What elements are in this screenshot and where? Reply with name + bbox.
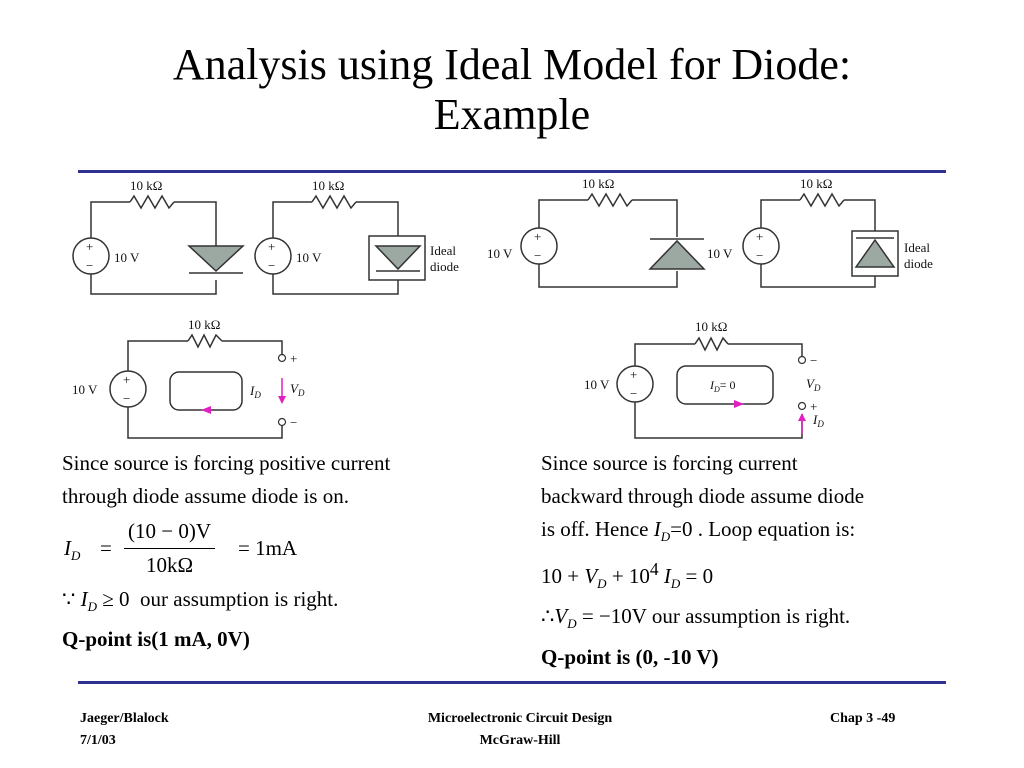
diode-symbol: [187, 245, 245, 273]
eq-denominator: 10kΩ: [124, 548, 215, 582]
source-label: 10 V: [72, 382, 98, 397]
current-loop: [676, 365, 774, 405]
right-qpoint: Q-point is (0, -10 V): [541, 644, 719, 669]
resistor-label: 10 kΩ: [130, 178, 162, 193]
eq-result: = 1mA: [238, 536, 298, 560]
footer-book: Microelectronic Circuit Design: [427, 711, 613, 726]
resistor-label: 10 kΩ: [312, 178, 344, 193]
ideal-diode-label-2: diode: [904, 256, 933, 271]
source-plus: +: [534, 229, 541, 244]
right-line-3: is off. Hence ID=0 . Loop equation is:: [541, 517, 856, 545]
left-condition-line: ∵ ID ≥ 0 our assumption is right.: [62, 583, 522, 623]
left-qpoint: Q-point is(1 mA, 0V): [62, 627, 250, 652]
loop-equation: 10 + VD + 104 ID = 0: [541, 559, 714, 592]
left-line-1: Since source is forcing positive current: [62, 451, 391, 475]
source-label: 10 V: [114, 250, 140, 265]
footer-publisher: McGraw-Hill: [479, 733, 561, 748]
source-minus: −: [86, 258, 93, 273]
because-symbol: ∵: [62, 587, 76, 611]
footer-authors: Jaeger/Blalock: [80, 711, 169, 726]
vd-label: VD: [806, 376, 821, 393]
left-explanation: Since source is forcing positive current…: [62, 447, 522, 656]
therefore-symbol: ∴: [541, 604, 555, 629]
title-line-2: Example: [433, 90, 591, 139]
on-analysis-circuit: 10 kΩ + − 10 V + − VD ID: [72, 317, 305, 439]
resistor-symbol: [129, 194, 175, 210]
id-zero-label: ID= 0: [709, 378, 736, 394]
eq-equals: =: [100, 536, 112, 560]
voltage-source-symbol: [72, 237, 110, 275]
source-plus: +: [756, 229, 763, 244]
left-line-2: through diode assume diode is on.: [62, 484, 349, 508]
off-analysis-circuit: 10 kΩ + − 10 V − + VD ID ID= 0: [584, 319, 824, 439]
forward-circuit-figure: 10 kΩ + − 10 V 10 kΩ + − 10 V Ideal diod…: [72, 178, 459, 295]
source-label: 10 V: [707, 246, 733, 261]
footer-center: Microelectronic Circuit Design McGraw-Hi…: [380, 708, 660, 752]
terminal-plus: +: [810, 399, 817, 414]
footer-left: Jaeger/Blalock 7/1/03: [80, 708, 169, 752]
reverse-circuit: 10 kΩ + − 10 V: [487, 176, 706, 288]
right-line-2: backward through diode assume diode: [541, 484, 865, 508]
current-equation: ID = (10 − 0)V 10kΩ = 1mA: [62, 513, 522, 583]
bottom-divider: [78, 681, 946, 684]
source-plus: +: [123, 372, 130, 387]
terminal-minus: −: [810, 353, 817, 368]
source-label: 10 V: [584, 377, 610, 392]
current-loop: [169, 371, 243, 411]
id-var: ID: [653, 517, 671, 545]
source-minus: −: [268, 258, 275, 273]
right-result-line: ∴VD = −10V our assumption is right.: [541, 604, 851, 632]
source-minus: −: [630, 386, 637, 401]
source-label: 10 V: [296, 250, 322, 265]
condition-var: ID: [80, 587, 98, 615]
eq-numerator: (10 − 0)V: [128, 519, 211, 543]
id-label: ID: [249, 383, 261, 400]
ideal-diode-label: Ideal: [904, 240, 930, 255]
footer-page: Chap 3 -49: [830, 711, 896, 726]
ideal-diode-label-2: diode: [430, 259, 459, 274]
id-label: ID: [812, 412, 824, 429]
right-explanation: Since source is forcing current backward…: [541, 447, 991, 674]
resistor-label: 10 kΩ: [800, 176, 832, 191]
right-line-1: Since source is forcing current: [541, 451, 798, 475]
resistor-label: 10 kΩ: [188, 317, 220, 332]
reverse-ideal-model-circuit: 10 kΩ + − 10 V Ideal diode: [707, 176, 933, 288]
resistor-label: 10 kΩ: [582, 176, 614, 191]
terminal-minus: −: [290, 415, 297, 430]
source-label: 10 V: [487, 246, 513, 261]
source-plus: +: [86, 239, 93, 254]
eq-fraction: (10 − 0)V 10kΩ: [124, 515, 215, 582]
title-line-1: Analysis using Ideal Model for Diode:: [172, 40, 852, 89]
eq-lhs: ID: [64, 536, 81, 564]
condition-rest: ≥ 0: [102, 587, 130, 611]
forward-circuit: 10 kΩ + − 10 V: [72, 178, 245, 295]
terminal-plus: +: [290, 351, 297, 366]
reverse-circuit-figure: 10 kΩ + − 10 V 10 kΩ + − 10 V Ideal diod…: [487, 176, 933, 288]
source-minus: −: [123, 391, 130, 406]
resistor-label: 10 kΩ: [695, 319, 727, 334]
slide-title: Analysis using Ideal Model for Diode: Ex…: [0, 40, 1024, 140]
current-loop-arrow: [201, 406, 211, 414]
right-assumption: our assumption is right.: [651, 604, 851, 629]
ideal-diode-label: Ideal: [430, 243, 456, 258]
vd-label: VD: [290, 381, 305, 398]
ideal-model-circuit: 10 kΩ + − 10 V Ideal diode: [254, 178, 459, 295]
source-plus: +: [268, 239, 275, 254]
top-divider: [78, 170, 946, 173]
left-assumption: our assumption is right.: [140, 587, 339, 611]
footer-date: 7/1/03: [80, 733, 116, 748]
source-minus: −: [534, 248, 541, 263]
reverse-diode-symbol: [648, 239, 706, 270]
source-plus: +: [630, 367, 637, 382]
source-minus: −: [756, 248, 763, 263]
